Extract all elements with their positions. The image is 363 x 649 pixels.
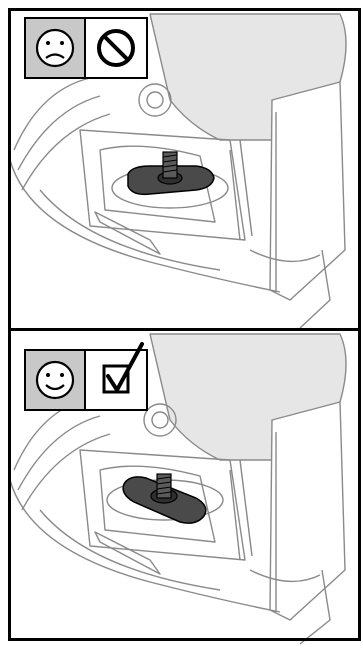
panel-correct [10,330,360,645]
badge-status-cell [85,350,147,410]
sad-face-icon [37,30,73,66]
status-badge-incorrect [25,18,147,78]
wing-nut-correct [123,474,206,523]
happy-face-icon [37,362,73,398]
panel-incorrect [10,10,360,330]
status-badge-correct [25,344,147,410]
